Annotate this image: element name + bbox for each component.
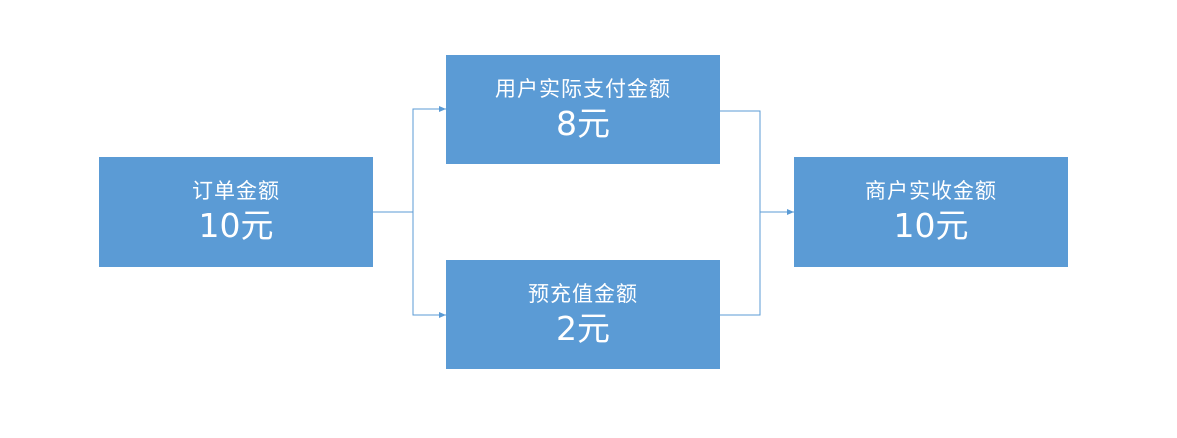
order-amount-value: 10元	[198, 206, 274, 245]
prepaid-amount-label: 预充值金额	[528, 281, 638, 306]
edge-order-to-user-payment	[373, 106, 446, 213]
user-payment-box: 用户实际支付金额 8元	[446, 55, 720, 164]
user-payment-value: 8元	[556, 103, 610, 143]
order-amount-label: 订单金额	[192, 179, 280, 203]
merchant-received-box: 商户实收金额 10元	[794, 157, 1068, 267]
user-payment-label: 用户实际支付金额	[495, 76, 671, 101]
merchant-received-label: 商户实收金额	[865, 179, 997, 203]
order-amount-box: 订单金额 10元	[99, 157, 373, 267]
edge-prepaid-to-merchant	[720, 212, 761, 316]
prepaid-amount-value: 2元	[556, 308, 610, 348]
prepaid-amount-box: 预充值金额 2元	[446, 260, 720, 369]
edge-user-payment-to-merchant	[720, 110, 794, 215]
merchant-received-value: 10元	[893, 206, 969, 245]
edge-order-to-prepaid	[412, 212, 446, 318]
